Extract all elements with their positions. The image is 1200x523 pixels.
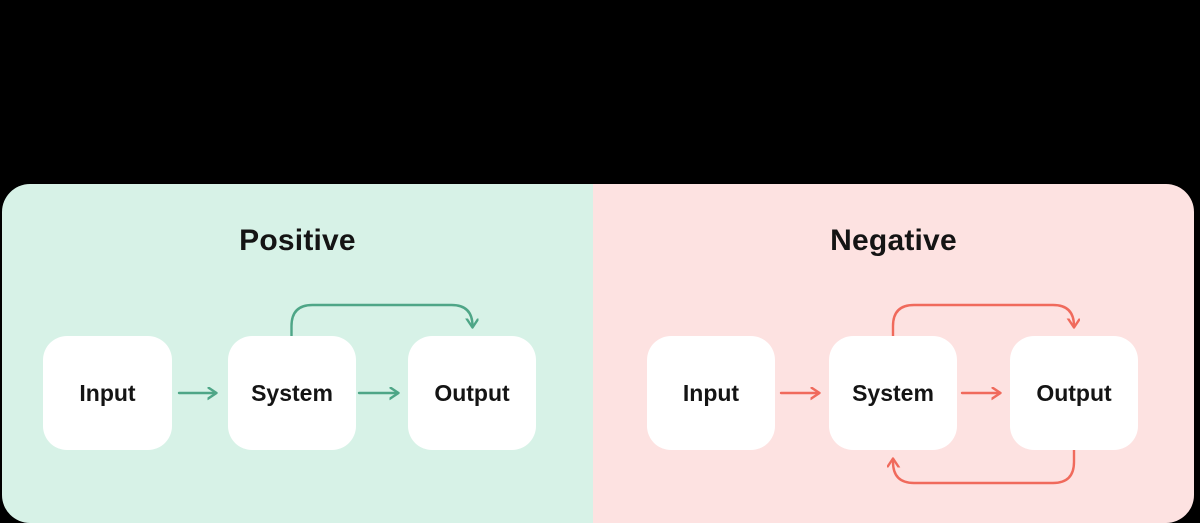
- positive-node-system: System: [228, 336, 356, 450]
- positive-node-output-label: Output: [434, 379, 510, 406]
- negative-feedback-loop-top-icon: [891, 303, 1074, 338]
- positive-feedback-loop-top-icon: [290, 303, 473, 338]
- negative-node-output-label: Output: [1036, 379, 1112, 406]
- panels-container: Positive Input System Output: [2, 184, 1194, 523]
- negative-panel: Negative Input System Output: [593, 184, 1194, 523]
- negative-node-input-label: Input: [682, 379, 740, 406]
- negative-node-input: Input: [647, 336, 775, 450]
- positive-node-output: Output: [408, 336, 536, 450]
- positive-panel: Positive Input System Output: [2, 184, 593, 523]
- negative-node-system: System: [829, 336, 957, 450]
- positive-node-input: Input: [43, 336, 172, 450]
- positive-panel-title: Positive: [239, 224, 356, 257]
- positive-node-system-label: System: [251, 379, 333, 406]
- negative-node-output: Output: [1010, 336, 1138, 450]
- negative-node-system-label: System: [852, 379, 934, 406]
- negative-panel-title: Negative: [830, 224, 957, 257]
- positive-node-input-label: Input: [79, 379, 136, 406]
- negative-feedback-loop-bottom-icon: [893, 448, 1076, 485]
